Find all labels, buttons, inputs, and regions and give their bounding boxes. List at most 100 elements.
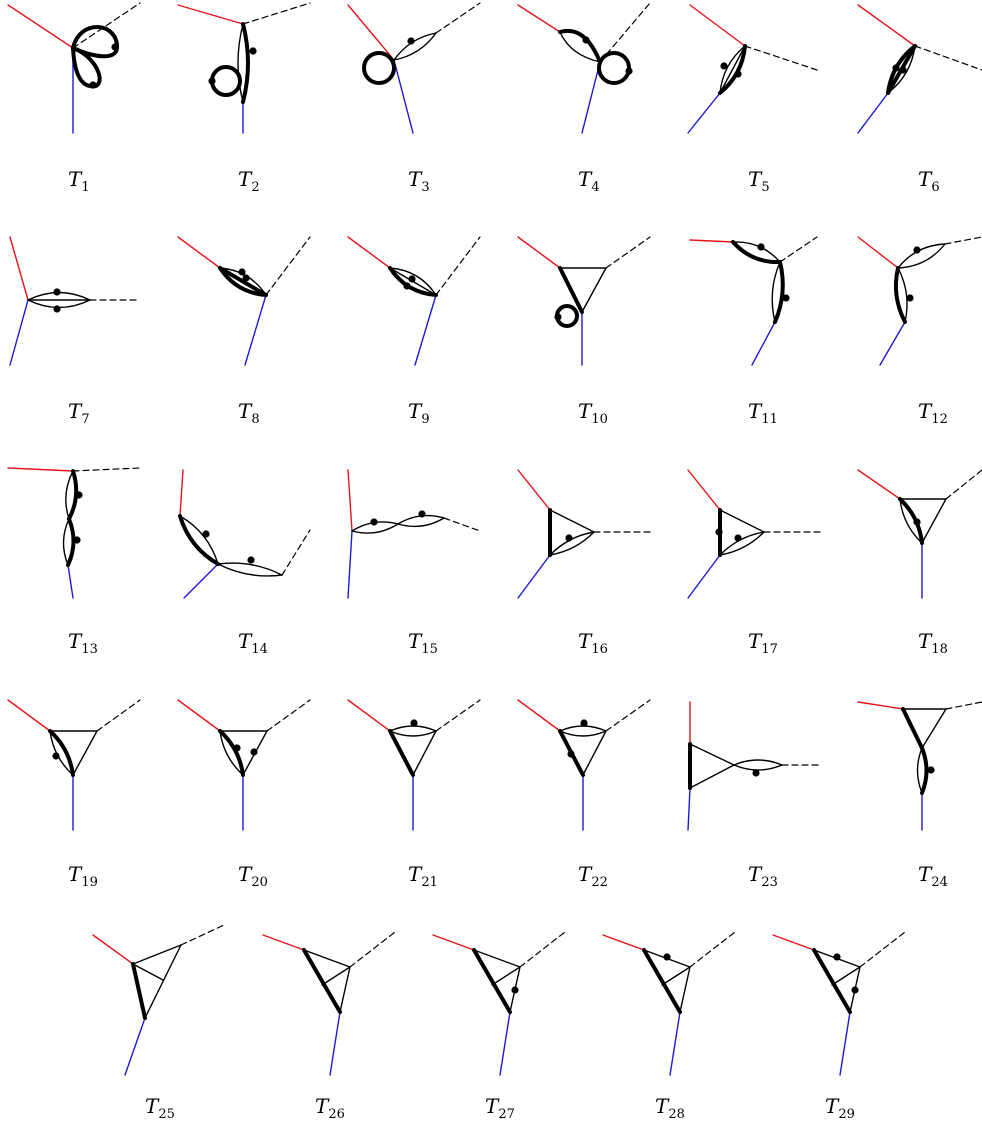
mass-insertion-dot: [567, 750, 575, 758]
propagator-line: [65, 470, 74, 520]
mass-insertion-dot: [757, 243, 765, 251]
mass-insertion-dot: [625, 67, 633, 75]
propagator-line: [321, 966, 351, 986]
diagram-T12: [857, 236, 982, 366]
diagram-T5: [687, 4, 818, 134]
propagator-line: [731, 240, 782, 265]
label-subscript: 17: [761, 642, 778, 657]
mass-insertion-dot: [580, 719, 588, 727]
external-leg-red: [772, 934, 815, 951]
external-leg-blue: [687, 92, 721, 134]
label-subscript: 25: [158, 1107, 175, 1121]
external-leg-blue: [687, 554, 721, 599]
external-leg-red: [517, 469, 551, 511]
external-leg-dashed: [265, 236, 311, 296]
propagator-line: [901, 707, 924, 750]
external-leg-dashed: [689, 931, 736, 968]
propagator-line: [48, 729, 75, 777]
propagator-line: [144, 944, 182, 1019]
label-subscript: 6: [931, 180, 939, 195]
propagator-line: [218, 729, 245, 777]
external-leg-red: [517, 236, 561, 269]
diagram-label-T9: T9: [408, 399, 430, 427]
propagator-line: [679, 966, 691, 1013]
label-symbol: T: [68, 399, 83, 423]
label-symbol: T: [655, 1094, 670, 1118]
mass-insertion-dot: [242, 274, 250, 282]
external-leg-red: [177, 699, 221, 732]
diagram-T16: [517, 469, 651, 599]
propagator-line: [559, 31, 601, 63]
external-leg-red: [347, 236, 391, 269]
diagram-label-T6: T6: [918, 167, 940, 195]
external-leg-blue: [879, 321, 906, 366]
external-leg-red: [432, 934, 475, 951]
propagator-line: [771, 261, 781, 323]
label-subscript: 16: [591, 642, 608, 657]
propagator-line: [689, 743, 735, 766]
external-leg-dashed: [349, 931, 396, 968]
diagram-T1: [7, 2, 141, 134]
propagator-line: [132, 944, 182, 965]
diagram-label-T29: T29: [825, 1094, 855, 1121]
label-symbol: T: [408, 862, 423, 886]
propagator-line: [178, 514, 220, 566]
diagrams: [7, 2, 982, 1076]
diagram-T8: [177, 236, 311, 366]
label-symbol: T: [825, 1094, 840, 1118]
propagator-line: [218, 266, 268, 297]
label-subscript: 22: [591, 875, 608, 890]
diagram-label-T15: T15: [408, 629, 438, 657]
label-symbol: T: [918, 167, 933, 191]
diagram-T2: [177, 2, 311, 134]
diagram-label-T12: T12: [918, 399, 948, 427]
mass-insertion-dot: [663, 953, 671, 961]
propagator-line: [898, 497, 924, 545]
external-leg-dashed: [519, 931, 566, 968]
propagator-line: [49, 730, 74, 776]
mass-insertion-dot: [208, 77, 216, 85]
mass-insertion-dot: [403, 282, 411, 290]
external-leg-dashed: [96, 699, 141, 732]
external-leg-blue: [244, 294, 267, 366]
mass-insertion-dot: [927, 766, 935, 774]
external-leg-red: [347, 469, 353, 532]
propagator-line: [661, 966, 691, 986]
diagram-T4: [517, 2, 651, 134]
propagator-line: [549, 509, 595, 533]
label-subscript: 14: [251, 642, 268, 657]
propagator-line: [719, 531, 765, 556]
propagator-line: [389, 725, 437, 732]
propagator-line: [719, 45, 746, 94]
label-subscript: 19: [81, 875, 98, 890]
propagator-line: [812, 948, 852, 1014]
mass-insertion-dot: [906, 294, 914, 302]
propagator-line: [393, 32, 437, 61]
diagram-label-T20: T20: [238, 862, 268, 890]
propagator-line: [559, 730, 607, 737]
external-leg-blue: [581, 61, 601, 134]
label-subscript: 7: [81, 412, 89, 427]
diagram-label-T28: T28: [655, 1094, 685, 1121]
propagator-line: [217, 562, 283, 576]
external-leg-blue: [687, 787, 691, 831]
external-leg-blue: [183, 563, 219, 599]
diagram-label-T21: T21: [408, 862, 438, 890]
label-symbol: T: [748, 629, 763, 653]
label-subscript: 24: [931, 875, 948, 890]
propagator-line: [897, 267, 908, 323]
mass-insertion-dot: [202, 530, 210, 538]
mass-insertion-dot: [410, 719, 418, 727]
label-symbol: T: [68, 629, 83, 653]
diagram-T19: [7, 699, 141, 831]
label-symbol: T: [408, 629, 423, 653]
mass-insertion-dot: [247, 556, 255, 564]
mass-insertion-dot: [111, 43, 119, 51]
mass-insertion-dot: [782, 294, 790, 302]
diagram-label-T1: T1: [68, 167, 90, 195]
diagram-T29: [772, 931, 906, 1076]
external-leg-red: [517, 4, 561, 33]
mass-insertion-dot: [833, 953, 841, 961]
propagator-line: [302, 948, 342, 1014]
